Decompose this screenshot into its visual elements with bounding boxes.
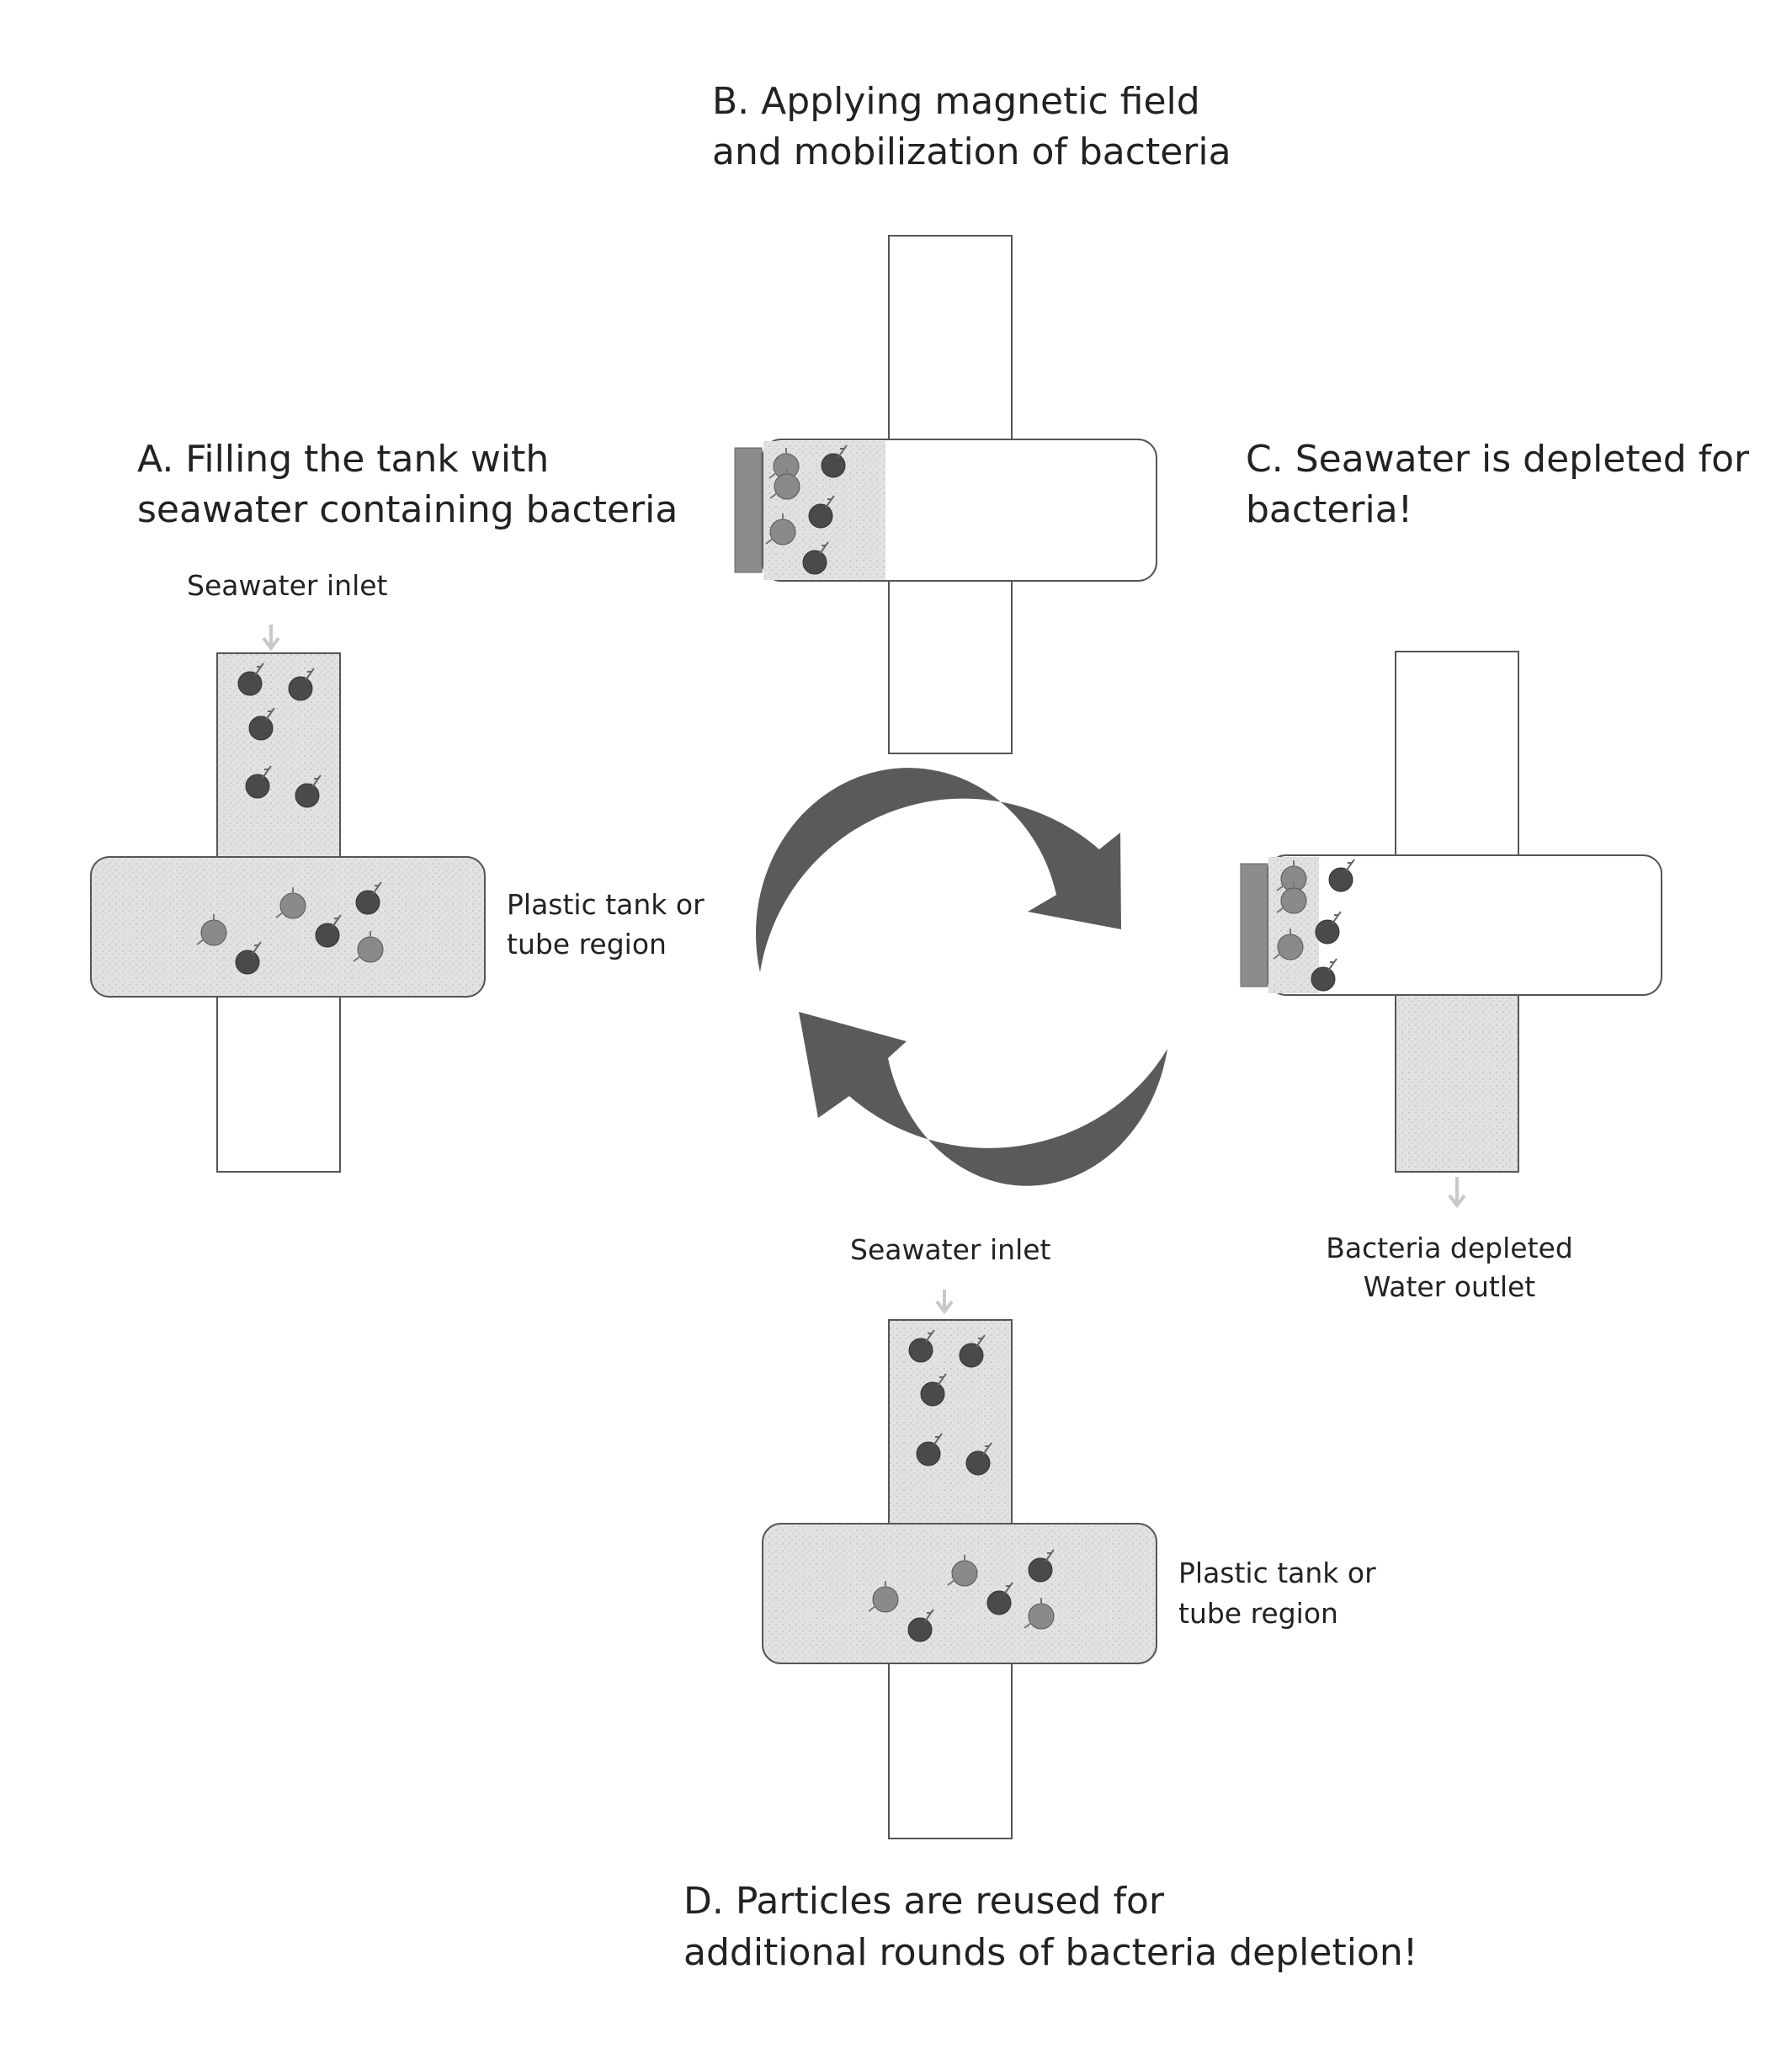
panel-a-title-line1: A. Filling the tank with — [137, 438, 549, 481]
panel-c-upper-tube — [1396, 652, 1518, 859]
svg-text:C. Seawater is depleted for: C. Seawater is depleted for — [1246, 438, 1750, 481]
panel-b-title-line2: and mobilization of bacteria — [712, 130, 1231, 173]
svg-text:Plastic tank or: Plastic tank or — [507, 888, 705, 921]
panel-b-title: B. Applying magnetic field and mobilizat… — [712, 80, 1231, 173]
panel-d-title-line2: additional rounds of bacteria depletion! — [683, 1931, 1417, 1974]
panel-c-outlet-label-line2: Water outlet — [1364, 1270, 1536, 1303]
panel-c-magnet — [1241, 864, 1268, 987]
panel-d-inlet-arrow — [937, 1290, 952, 1312]
svg-text:Water outlet: Water outlet — [1364, 1270, 1536, 1303]
panel-c: Bacteria depleted Water outlet — [1241, 652, 1662, 1303]
panel-a-tank-label-line2: tube region — [507, 928, 667, 961]
svg-text:Seawater inlet: Seawater inlet — [850, 1233, 1051, 1266]
panel-c-outlet-arrow — [1449, 1177, 1465, 1205]
panel-b-upper-tube — [889, 236, 1012, 442]
svg-text:tube region: tube region — [507, 928, 667, 961]
panel-a-lower-tube — [217, 993, 340, 1172]
cycle-arrows — [756, 768, 1167, 1186]
svg-text:Bacteria depleted: Bacteria depleted — [1326, 1232, 1573, 1264]
panel-c-title-line1: C. Seawater is depleted for — [1246, 438, 1750, 481]
panel-d-title-line1: D. Particles are reused for — [683, 1880, 1165, 1923]
panel-c-title-line2: bacteria! — [1246, 488, 1412, 531]
panel-b-lower-tube — [889, 581, 1012, 753]
svg-text:B. Applying magnetic field: B. Applying magnetic field — [712, 80, 1200, 123]
panel-a-inlet-arrow — [263, 625, 279, 648]
panel-c-title: C. Seawater is depleted for bacteria! — [1246, 438, 1750, 531]
panel-b — [735, 236, 1157, 753]
svg-text:A. Filling the tank with: A. Filling the tank with — [137, 438, 549, 481]
svg-text:additional rounds of bacteria: additional rounds of bacteria depletion! — [683, 1931, 1417, 1974]
panel-c-outlet-label-line1: Bacteria depleted — [1326, 1232, 1573, 1264]
panel-a-upper-tube — [217, 653, 340, 860]
panel-a: Seawater inlet Plastic tank or tube regi… — [91, 569, 705, 1172]
panel-d-title: D. Particles are reused for additional r… — [683, 1880, 1417, 1974]
panel-d-tank-label-line1: Plastic tank or — [1178, 1556, 1376, 1589]
panel-b-magnet — [735, 448, 762, 572]
panel-d-upper-tube — [889, 1320, 1012, 1527]
panel-d-inlet-label: Seawater inlet — [850, 1233, 1051, 1266]
panel-d: Seawater inlet Plastic tank or tube regi… — [763, 1233, 1376, 1839]
panel-a-title-line2: seawater containing bacteria — [137, 488, 678, 531]
panel-b-title-line1: B. Applying magnetic field — [712, 80, 1200, 123]
panel-a-inlet-label: Seawater inlet — [187, 569, 388, 602]
panel-a-tank — [91, 857, 485, 997]
svg-text:tube region: tube region — [1178, 1597, 1338, 1630]
panel-d-tank — [763, 1524, 1157, 1663]
svg-text:bacteria!: bacteria! — [1246, 488, 1412, 531]
cycle-arrow-top — [756, 768, 1121, 972]
panel-a-title: A. Filling the tank with seawater contai… — [137, 438, 678, 531]
svg-text:D. Particles are reused for: D. Particles are reused for — [683, 1880, 1165, 1923]
svg-text:Plastic tank or: Plastic tank or — [1178, 1556, 1376, 1589]
svg-text:seawater containing bacteria: seawater containing bacteria — [137, 488, 678, 531]
svg-text:Seawater inlet: Seawater inlet — [187, 569, 388, 602]
panel-d-tank-label-line2: tube region — [1178, 1597, 1338, 1630]
panel-a-tank-label-line1: Plastic tank or — [507, 888, 705, 921]
panel-c-lower-tube — [1396, 993, 1518, 1172]
panel-d-lower-tube — [889, 1660, 1012, 1839]
svg-text:and mobilization of bacteria: and mobilization of bacteria — [712, 130, 1231, 173]
cycle-arrow-bottom — [799, 1012, 1167, 1186]
